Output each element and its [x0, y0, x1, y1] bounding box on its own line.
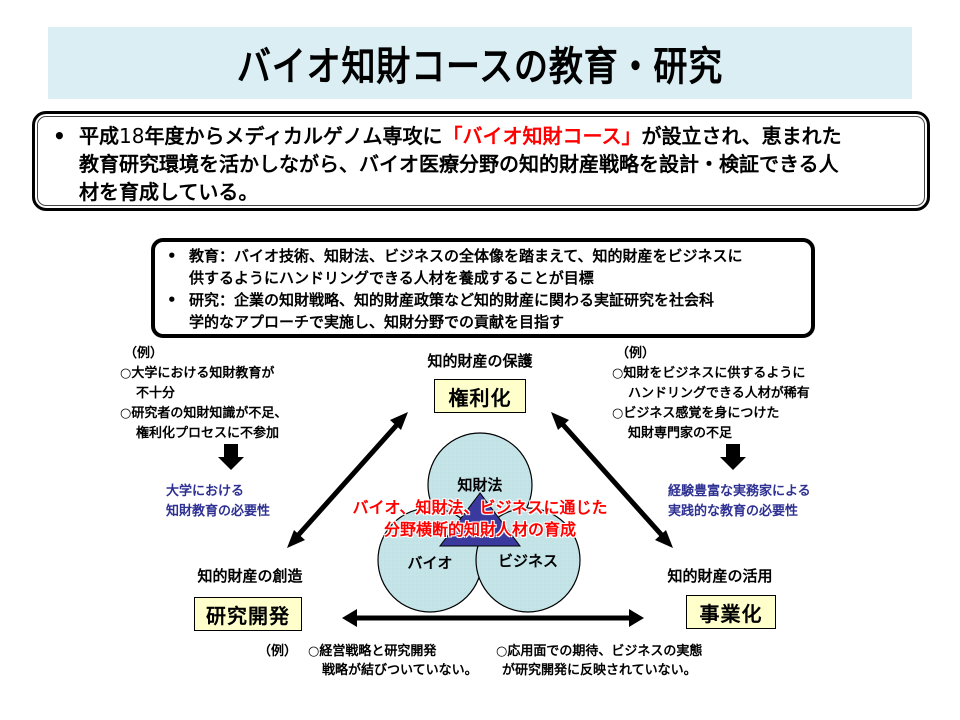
venn-label-business: ビジネス [497, 552, 558, 570]
node-label-utilization: 知的財産の活用 [667, 567, 773, 585]
summary-line-3: 材を育成している。 [79, 180, 259, 204]
double-arrow-icon [287, 412, 408, 548]
goal-education: •教育：バイオ技術、知財法、ビジネスの全体像を踏まえて、知的財産をビジネスに 供… [167, 247, 743, 287]
left-example: （例） ○大学における知財教育が 不十分 ○研究者の知財知識が不足、 権利化プロ… [120, 346, 288, 441]
down-arrow-icon [218, 444, 244, 470]
page-title: バイオ知財コースの教育・研究 [236, 44, 724, 90]
double-arrow-icon [551, 412, 673, 548]
summary-box: •平成18年度からメディカルゲノム専攻に「バイオ知財コース」が設立され、恵まれた… [32, 111, 930, 211]
center-message: バイオ、知財法、ビジネスに通じた 分野横断的知財人材の育成 [352, 498, 608, 539]
bullet: • [53, 124, 66, 148]
bottom-example: （例） ○経営戦略と研究開発 ○応用面での期待、ビジネスの実態 戦略が結びついて… [258, 644, 703, 678]
node-label-creation: 知的財産の創造 [197, 567, 303, 585]
venn-label-law: 知財法 [457, 476, 503, 494]
goals-box: •教育：バイオ技術、知財法、ビジネスの全体像を踏まえて、知的財産をビジネスに 供… [151, 238, 815, 338]
goal-research: •研究：企業の知財戦略、知的財産政策など知的財産に関わる実証研究を社会科 学的な… [167, 291, 715, 331]
venn-label-bio: バイオ [407, 554, 453, 572]
course-name-highlight: 「バイオ知財コース」 [442, 124, 642, 148]
right-need-note: 経験豊富な実務家による 実践的な教育の必要性 [668, 484, 811, 519]
right-example: （例） ○知財をビジネスに供するように ハンドリングできる人材が稀有 ○ビジネス… [612, 346, 810, 441]
summary-line-1: •平成18年度からメディカルゲノム専攻に「バイオ知財コース」が設立され、恵まれた [53, 124, 842, 148]
node-box-rnd: 研究開発 [194, 597, 302, 631]
node-box-rights: 権利化 [434, 379, 526, 413]
venn-diagram [377, 432, 581, 613]
double-arrow-icon [342, 609, 644, 627]
triangle-icon [438, 492, 522, 547]
left-need-note: 大学における 知財教育の必要性 [166, 484, 271, 519]
summary-line-2: 教育研究環境を活かしながら、バイオ医療分野の知的財産戦略を設計・検証できる人 [79, 152, 839, 176]
node-label-protection: 知的財産の保護 [427, 352, 533, 370]
title-banner: バイオ知財コースの教育・研究 [48, 27, 912, 99]
node-box-business: 事業化 [686, 595, 776, 629]
down-arrow-icon [720, 444, 746, 470]
